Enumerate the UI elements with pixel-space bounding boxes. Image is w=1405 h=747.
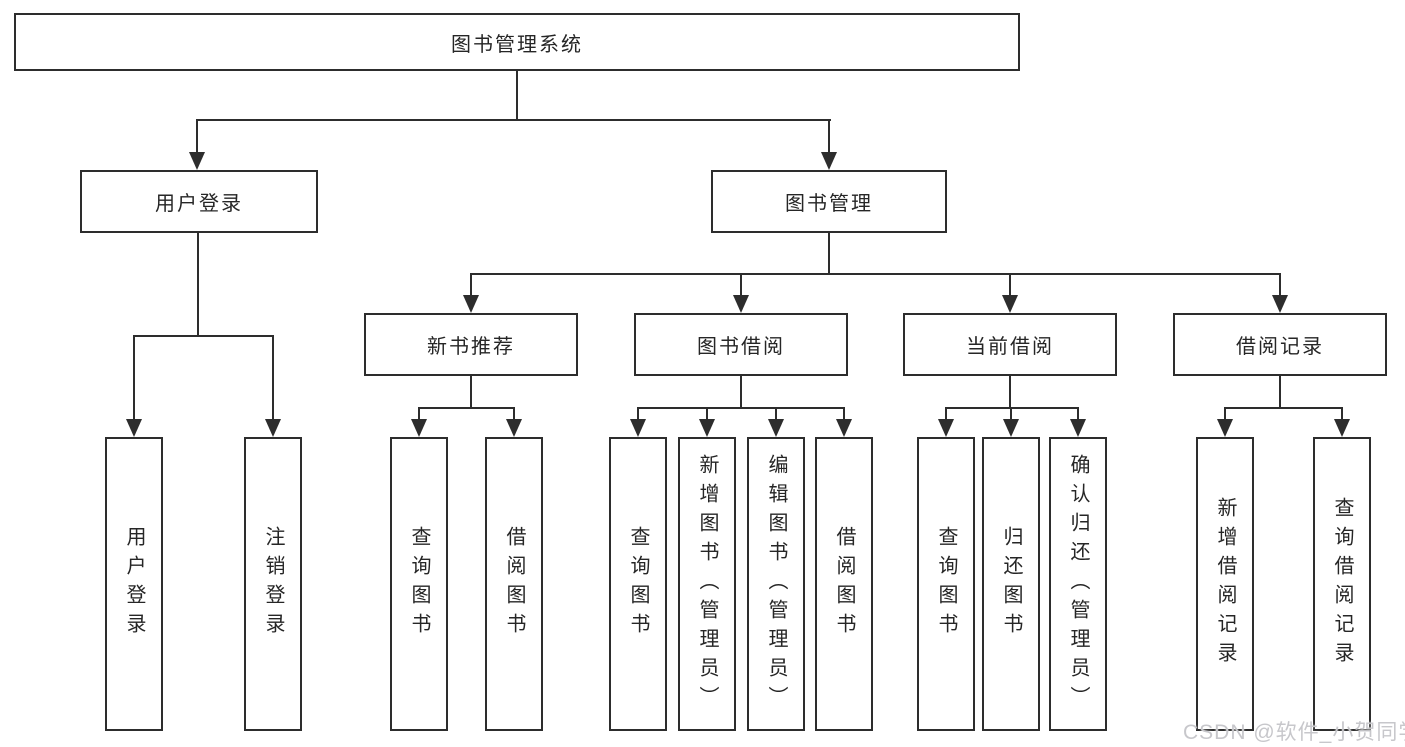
leaf-label: 借阅图书 [833, 526, 855, 642]
leaf-label: 用户登录 [123, 526, 145, 642]
leaf-label: 查询图书 [408, 526, 430, 642]
connector-to-leaf [775, 407, 777, 421]
leaf-query-books-borrow: 查询图书 [609, 437, 667, 731]
arrowhead-icon [189, 152, 205, 170]
connector-rail [945, 407, 1079, 409]
leaf-confirm-return-admin: 确认归还（管理员） [1049, 437, 1107, 731]
connector-to-leaf [706, 407, 708, 421]
node-library-management-system: 图书管理系统 [14, 13, 1020, 71]
connector-to-new-book [470, 273, 472, 297]
connector-stem [740, 375, 742, 408]
arrowhead-icon [411, 419, 427, 437]
leaf-query-books-recommend: 查询图书 [390, 437, 448, 731]
arrowhead-icon [1070, 419, 1086, 437]
leaf-query-borrow-record: 查询借阅记录 [1313, 437, 1371, 731]
leaf-query-books-current: 查询图书 [917, 437, 975, 731]
node-new-book-recommendation: 新书推荐 [364, 313, 578, 376]
leaf-add-books-admin: 新增图书（管理员） [678, 437, 736, 731]
connector-to-leaf [1010, 407, 1012, 421]
leaf-label: 确认归还（管理员） [1067, 453, 1089, 715]
arrowhead-icon [733, 295, 749, 313]
connector-to-leaf [133, 335, 135, 419]
connector-level2-rail [196, 119, 831, 121]
node-borrowing-records: 借阅记录 [1173, 313, 1387, 376]
connector-to-book-borrow [740, 273, 742, 297]
node-current-borrowing: 当前借阅 [903, 313, 1117, 376]
node-label: 借阅记录 [1236, 336, 1324, 358]
arrowhead-icon [938, 419, 954, 437]
connector-rail [637, 407, 845, 409]
connector-user-login-stem [197, 233, 199, 337]
connector-to-current-borrow [1009, 273, 1011, 297]
connector-level3-rail [470, 273, 1281, 275]
connector-to-book-management [828, 119, 830, 153]
connector-stem [470, 375, 472, 408]
csdn-watermark: CSDN @软件_小贺同学 [1183, 721, 1405, 744]
leaf-logout: 注销登录 [244, 437, 302, 731]
node-label: 图书管理系统 [451, 33, 583, 56]
arrowhead-icon [1334, 419, 1350, 437]
node-label: 当前借阅 [966, 336, 1054, 358]
connector-stem [1279, 375, 1281, 408]
connector-user-login-rail [133, 335, 274, 337]
node-label: 用户登录 [155, 193, 243, 215]
arrowhead-icon [126, 419, 142, 437]
connector-rail [1224, 407, 1342, 409]
connector-to-leaf [272, 335, 274, 419]
connector-to-leaf [945, 407, 947, 421]
connector-to-leaf [513, 407, 515, 421]
arrowhead-icon [1002, 295, 1018, 313]
connector-root-stem [516, 70, 518, 121]
connector-to-leaf [1077, 407, 1079, 421]
arrowhead-icon [265, 419, 281, 437]
arrowhead-icon [463, 295, 479, 313]
leaf-borrow-books: 借阅图书 [815, 437, 873, 731]
leaf-label: 新增借阅记录 [1214, 497, 1236, 671]
node-label: 图书管理 [785, 193, 873, 215]
connector-to-user-login [196, 119, 198, 153]
leaf-label: 查询图书 [627, 526, 649, 642]
arrowhead-icon [768, 419, 784, 437]
arrowhead-icon [1217, 419, 1233, 437]
leaf-add-borrow-record: 新增借阅记录 [1196, 437, 1254, 731]
leaf-label: 注销登录 [262, 526, 284, 642]
node-user-login: 用户登录 [80, 170, 318, 233]
connector-to-leaf [843, 407, 845, 421]
connector-to-leaf [418, 407, 420, 421]
leaf-return-books: 归还图书 [982, 437, 1040, 731]
leaf-edit-books-admin: 编辑图书（管理员） [747, 437, 805, 731]
connector-to-leaf [1224, 407, 1226, 421]
leaf-borrow-books-recommend: 借阅图书 [485, 437, 543, 731]
leaf-label: 编辑图书（管理员） [765, 453, 787, 715]
arrowhead-icon [1003, 419, 1019, 437]
arrowhead-icon [821, 152, 837, 170]
arrowhead-icon [699, 419, 715, 437]
connector-stem [1009, 375, 1011, 408]
arrowhead-icon [506, 419, 522, 437]
connector-to-borrow-record [1279, 273, 1281, 297]
leaf-label: 归还图书 [1000, 526, 1022, 642]
leaf-label: 新增图书（管理员） [696, 453, 718, 715]
arrowhead-icon [836, 419, 852, 437]
arrowhead-icon [1272, 295, 1288, 313]
leaf-label: 借阅图书 [503, 526, 525, 642]
node-label: 图书借阅 [697, 336, 785, 358]
connector-book-management-stem [828, 233, 830, 275]
leaf-label: 查询借阅记录 [1331, 497, 1353, 671]
connector-rail [418, 407, 515, 409]
connector-to-leaf [1341, 407, 1343, 421]
leaf-user-login: 用户登录 [105, 437, 163, 731]
leaf-label: 查询图书 [935, 526, 957, 642]
node-book-borrowing: 图书借阅 [634, 313, 848, 376]
node-book-management: 图书管理 [711, 170, 947, 233]
connector-to-leaf [637, 407, 639, 421]
arrowhead-icon [630, 419, 646, 437]
node-label: 新书推荐 [427, 336, 515, 358]
